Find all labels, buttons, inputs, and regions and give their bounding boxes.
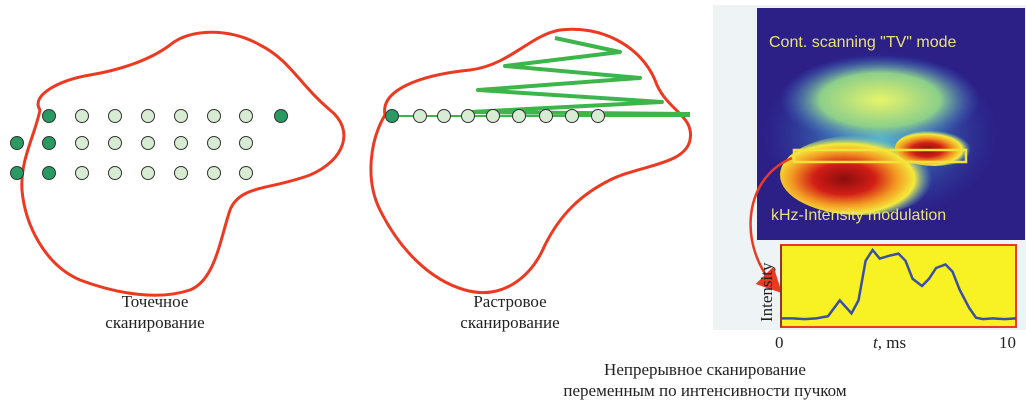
spot-scanning-panel <box>11 32 344 295</box>
x-axis-label: t, ms <box>873 333 906 353</box>
spot-dot <box>175 110 188 123</box>
spot-dot-active <box>11 137 24 150</box>
heatmap-top-label: Cont. scanning "TV" mode <box>769 34 956 52</box>
spot-dot <box>240 110 253 123</box>
spot-dot <box>240 137 253 150</box>
spot-dot <box>142 110 155 123</box>
spot-grid <box>11 110 288 180</box>
spot-dot <box>109 137 122 150</box>
raster-dot <box>540 110 553 123</box>
raster-dot <box>487 110 500 123</box>
continuous-caption-line2: переменным по интенсивности пучком <box>505 380 905 401</box>
raster-scanning-panel <box>371 29 691 292</box>
spot-dot <box>175 167 188 180</box>
spot-dot <box>76 110 89 123</box>
raster-dot <box>414 110 427 123</box>
spot-dot <box>208 137 221 150</box>
spot-dot-active <box>43 137 56 150</box>
raster-dot <box>438 110 451 123</box>
x-tick-label-0: 0 <box>775 333 784 353</box>
raster-dot <box>462 110 475 123</box>
spot-dot <box>240 167 253 180</box>
raster-dot <box>513 110 526 123</box>
spot-dot <box>109 110 122 123</box>
raster-dot <box>592 110 605 123</box>
heatmap-blob-hot-right <box>895 130 975 166</box>
raster-zigzag-path <box>470 38 690 114</box>
spot-dot <box>208 167 221 180</box>
heatmap-bottom-label: kHz-Intensity modulation <box>771 207 946 225</box>
spot-dot <box>76 167 89 180</box>
raster-dot <box>566 110 579 123</box>
spot-caption: Точечное сканирование <box>90 291 220 333</box>
raster-row-dots <box>386 110 605 123</box>
spot-dot <box>142 167 155 180</box>
spot-dot <box>175 137 188 150</box>
intensity-plot-area <box>781 245 1016 327</box>
x-tick-label-10: 10 <box>999 333 1016 353</box>
continuous-caption-line1: Непрерывное сканирование <box>505 359 905 380</box>
continuous-caption: Непрерывное сканирование переменным по и… <box>505 359 905 401</box>
spot-dot-active <box>43 167 56 180</box>
raster-caption-line1: Растровое <box>440 291 580 312</box>
spot-dot <box>208 110 221 123</box>
raster-dot-active <box>386 110 399 123</box>
spot-target-contour <box>22 32 344 295</box>
raster-caption: Растровое сканирование <box>440 291 580 333</box>
raster-caption-line2: сканирование <box>440 312 580 333</box>
spot-dot <box>109 167 122 180</box>
spot-caption-line1: Точечное <box>90 291 220 312</box>
spot-dot-active <box>43 110 56 123</box>
y-axis-label: Intensity <box>757 263 777 323</box>
spot-dot-active <box>275 110 288 123</box>
spot-caption-line2: сканирование <box>90 312 220 333</box>
x-axis-unit: , ms <box>878 333 906 352</box>
spot-dot <box>76 137 89 150</box>
spot-dot-active <box>11 167 24 180</box>
spot-dot <box>142 137 155 150</box>
